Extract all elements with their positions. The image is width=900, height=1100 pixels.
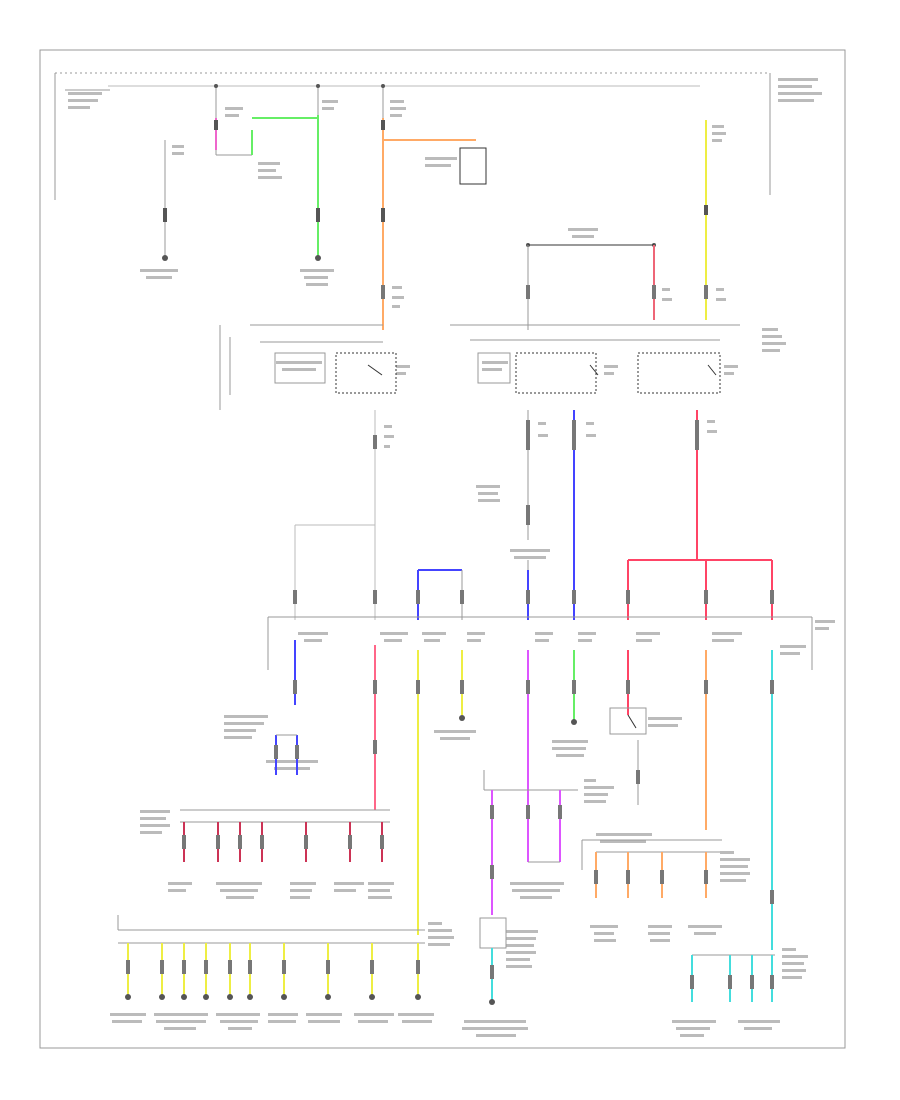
- top-power-bus: [54, 72, 771, 200]
- cyan-group: [479, 917, 775, 1005]
- fuse-block-bus: [267, 616, 813, 670]
- orange-group: [581, 839, 722, 898]
- upper-terminals: [162, 84, 708, 261]
- right-relay: [609, 707, 647, 805]
- label-marks: [68, 78, 835, 1037]
- relay-section: [219, 244, 740, 410]
- diagram-border: [39, 49, 846, 1049]
- magenta-group: [483, 770, 578, 915]
- lower-wires: [294, 640, 773, 950]
- blue-pair: [274, 734, 299, 775]
- yellow-connector-row: [117, 915, 425, 1000]
- mid-feeds: [293, 410, 774, 620]
- red-connector-row: [180, 809, 390, 862]
- lower-terminals: [293, 680, 774, 904]
- upper-fuse-feeds: [164, 86, 707, 330]
